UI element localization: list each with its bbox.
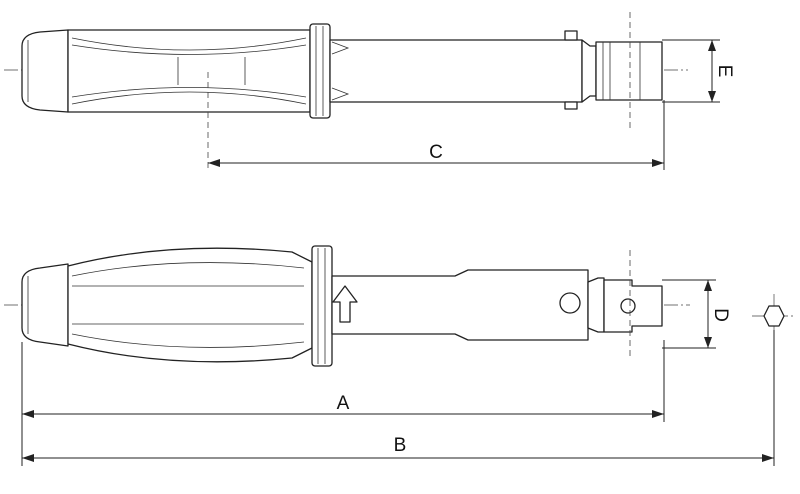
bottom-fork-pivot [620, 298, 636, 314]
label-a: A [337, 393, 350, 414]
top-release-button [564, 30, 578, 41]
top-tube [329, 39, 583, 103]
top-collar [309, 23, 331, 119]
top-head [595, 41, 663, 101]
label-b: B [394, 435, 407, 456]
dimension-b: B [22, 330, 775, 466]
bottom-end-cap [21, 263, 69, 347]
top-neck [581, 39, 597, 103]
dimension-c: C [208, 100, 665, 170]
label-d: D [710, 308, 731, 322]
top-wrench [4, 12, 688, 168]
dimension-d: D [662, 279, 731, 349]
top-end-cap [21, 29, 69, 113]
direction-arrow-icon [332, 285, 358, 323]
hex-symbol-icon [752, 294, 796, 338]
label-c: C [429, 142, 443, 163]
bottom-neck [587, 277, 605, 333]
bottom-wrench [4, 245, 690, 367]
top-handle-grip [67, 29, 311, 113]
bottom-collar [311, 245, 333, 367]
bottom-tube [331, 269, 589, 341]
dimension-e: E [662, 39, 735, 103]
dimension-a: A [21, 340, 665, 466]
label-e: E [714, 65, 735, 78]
bottom-pin-hole [559, 292, 581, 314]
